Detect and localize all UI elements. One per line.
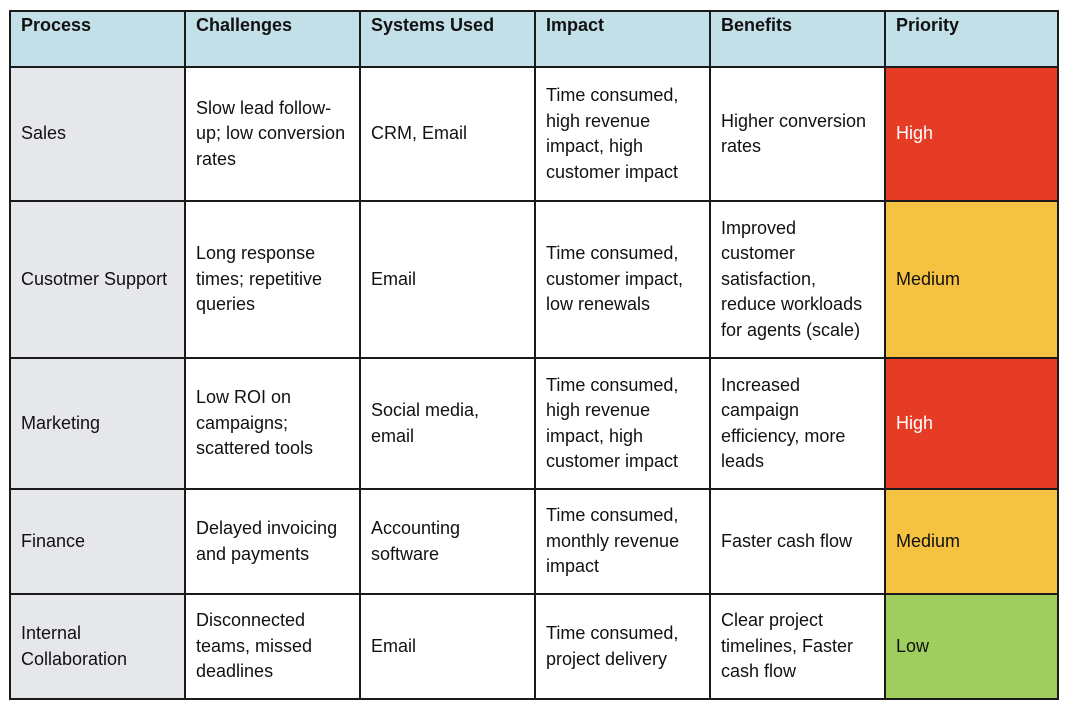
priority-cell: High — [884, 357, 1059, 490]
impact-cell: Time consumed, monthly revenue impact — [534, 488, 711, 595]
benefits-cell: Higher conversion rates — [709, 66, 886, 202]
systems-cell: Accounting software — [359, 488, 536, 595]
impact-cell: Time consumed, project delivery — [534, 593, 711, 700]
impact-cell: Time consumed, customer impact, low rene… — [534, 200, 711, 359]
challenges-cell: Delayed invoicing and payments — [184, 488, 361, 595]
process-cell: Finance — [9, 488, 186, 595]
challenges-cell: Long response times; repetitive queries — [184, 200, 361, 359]
challenges-cell: Low ROI on campaigns; scattered tools — [184, 357, 361, 490]
challenges-cell: Slow lead follow-up; low conversion rate… — [184, 66, 361, 202]
process-priority-table: Process Challenges Systems Used Impact B… — [9, 10, 1059, 700]
process-priority-table-container: Process Challenges Systems Used Impact B… — [9, 10, 1059, 700]
process-cell: Cusotmer Support — [9, 200, 186, 359]
benefits-cell: Improved customer satisfaction, reduce w… — [709, 200, 886, 359]
benefits-cell: Clear project timelines, Faster cash flo… — [709, 593, 886, 700]
priority-cell: High — [884, 66, 1059, 202]
process-cell: Sales — [9, 66, 186, 202]
priority-cell: Low — [884, 593, 1059, 700]
systems-cell: CRM, Email — [359, 66, 536, 202]
impact-cell: Time consumed, high revenue impact, high… — [534, 66, 711, 202]
impact-cell: Time consumed, high revenue impact, high… — [534, 357, 711, 490]
systems-cell: Email — [359, 200, 536, 359]
header-benefits: Benefits — [709, 10, 886, 68]
table-row: Cusotmer Support Long response times; re… — [9, 200, 1059, 359]
priority-cell: Medium — [884, 488, 1059, 595]
header-process: Process — [9, 10, 186, 68]
header-systems-used: Systems Used — [359, 10, 536, 68]
header-priority: Priority — [884, 10, 1059, 68]
header-impact: Impact — [534, 10, 711, 68]
header-challenges: Challenges — [184, 10, 361, 68]
benefits-cell: Faster cash flow — [709, 488, 886, 595]
challenges-cell: Disconnected teams, missed deadlines — [184, 593, 361, 700]
table-row: Sales Slow lead follow-up; low conversio… — [9, 66, 1059, 202]
priority-cell: Medium — [884, 200, 1059, 359]
table-header: Process Challenges Systems Used Impact B… — [9, 10, 1059, 68]
process-cell: Marketing — [9, 357, 186, 490]
benefits-cell: Increased campaign efficiency, more lead… — [709, 357, 886, 490]
table-row: Finance Delayed invoicing and payments A… — [9, 488, 1059, 595]
table-body: Sales Slow lead follow-up; low conversio… — [9, 66, 1059, 700]
process-cell: Internal Collaboration — [9, 593, 186, 700]
systems-cell: Social media, email — [359, 357, 536, 490]
table-row: Marketing Low ROI on campaigns; scattere… — [9, 357, 1059, 490]
systems-cell: Email — [359, 593, 536, 700]
table-row: Internal Collaboration Disconnected team… — [9, 593, 1059, 700]
header-row: Process Challenges Systems Used Impact B… — [9, 10, 1059, 68]
